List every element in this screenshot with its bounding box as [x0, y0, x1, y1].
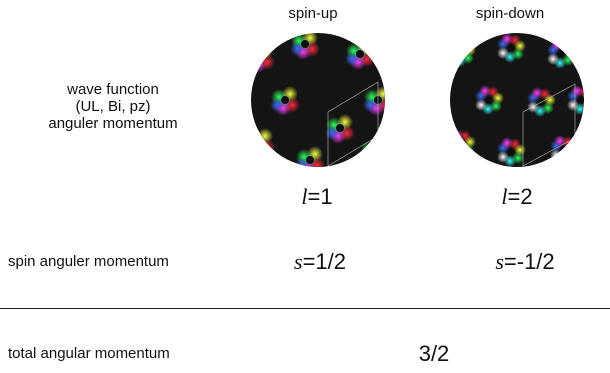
total-momentum-label: total angular momentum — [8, 345, 170, 362]
spin-down-wavefunction-image — [449, 32, 585, 168]
wave-function-label-line2: (UL, Bi, pz) — [75, 98, 151, 115]
section-divider — [0, 308, 610, 309]
l-symbol: l — [301, 184, 308, 209]
orbital-momentum-spin-up: l=1 — [257, 184, 377, 210]
l-down-value: =2 — [507, 184, 533, 209]
spin-momentum-down: s=-1/2 — [465, 249, 585, 275]
spin-up-header: spin-up — [288, 5, 338, 22]
s-up-value: =1/2 — [302, 249, 346, 274]
spin-up-wavefunction-image — [250, 32, 386, 168]
spin-momentum-label: spin anguler momentum — [8, 253, 169, 270]
wave-function-label-line3: anguler momentum — [48, 115, 178, 132]
l-symbol: l — [501, 184, 508, 209]
orbital-momentum-spin-down: l=2 — [457, 184, 577, 210]
s-symbol: s — [495, 249, 504, 274]
total-momentum-value: 3/2 — [418, 341, 450, 366]
wavefunction-disc-l2-icon — [450, 33, 584, 167]
wave-function-label-line1: wave function — [67, 81, 159, 98]
spin-down-header: spin-down — [475, 5, 545, 22]
s-symbol: s — [294, 249, 303, 274]
l-up-value: =1 — [307, 184, 333, 209]
spin-momentum-up: s=1/2 — [260, 249, 380, 275]
wave-function-label: wave function (UL, Bi, pz) anguler momen… — [18, 81, 208, 132]
wavefunction-disc-l1-icon — [251, 33, 385, 167]
s-down-value: =-1/2 — [503, 249, 555, 274]
